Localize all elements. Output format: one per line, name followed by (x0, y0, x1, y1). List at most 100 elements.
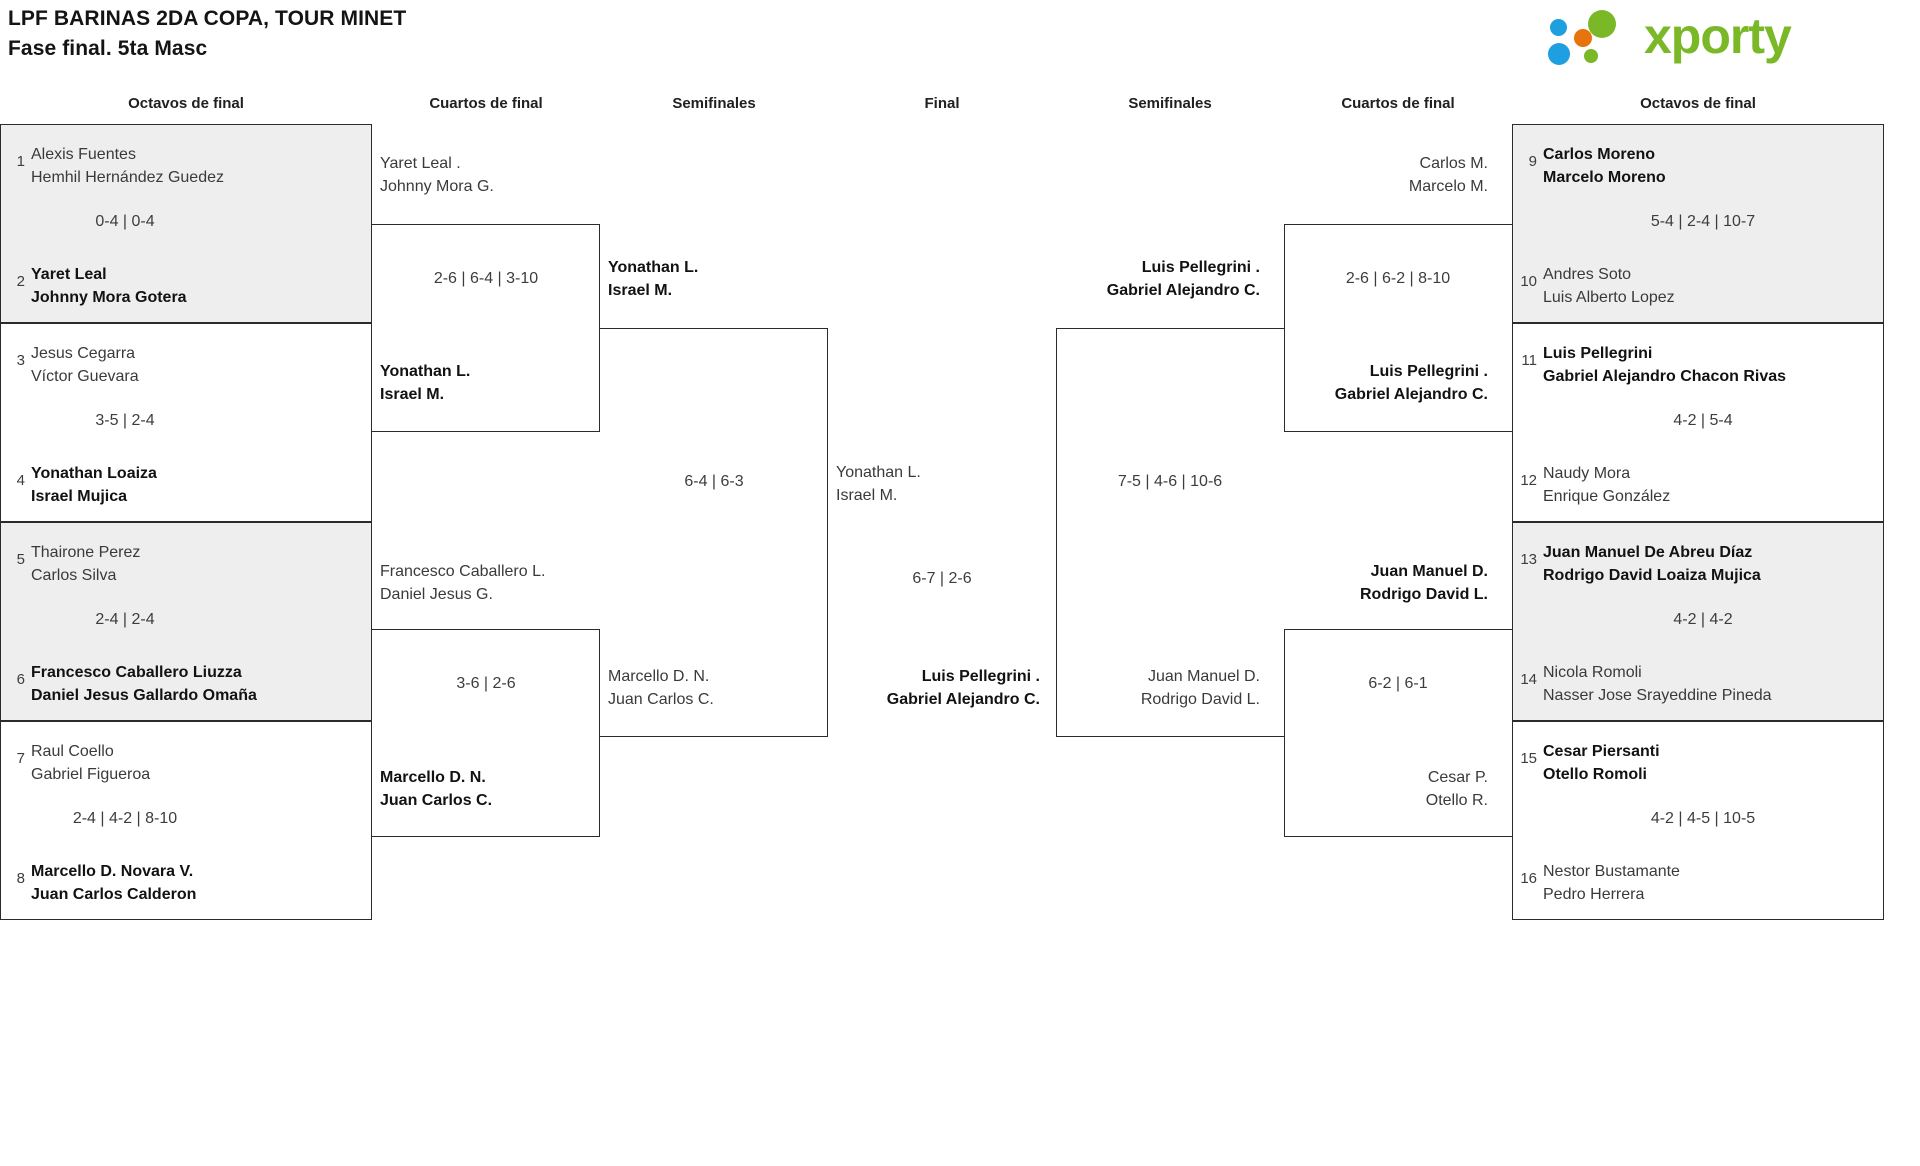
team-line-2: Nasser Jose Srayeddine Pineda (1543, 687, 1772, 704)
xporty-logo: xporty (1548, 6, 1900, 68)
match-score: 3-6 | 2-6 (456, 675, 516, 692)
team-line-1: Andres Soto (1543, 266, 1632, 283)
team-line-2: Otello Romoli (1543, 766, 1647, 783)
team-line-2: Carlos Silva (31, 567, 117, 584)
team-line-2: Rodrigo David L. (1360, 586, 1488, 603)
match-score: 6-2 | 6-1 (1368, 675, 1428, 692)
round-label-left-qf: Cuartos de final (429, 95, 543, 112)
sf-connector[interactable] (1056, 328, 1284, 737)
match-score: 4-2 | 4-2 (1673, 611, 1733, 628)
match-box[interactable]: 15 Cesar Piersanti Otello Romoli 4-2 | 4… (1512, 721, 1884, 920)
qf-connector[interactable] (1284, 224, 1512, 432)
team-line-2: Gabriel Alejandro Chacon Rivas (1543, 368, 1787, 385)
team-line-1: Francesco Caballero Liuzza (31, 664, 242, 681)
match-score: 2-6 | 6-4 | 3-10 (433, 270, 539, 287)
team-line-1: Carlos M. (1419, 155, 1488, 172)
match-score: 2-4 | 2-4 (95, 611, 155, 628)
team-line-2: Rodrigo David L. (1140, 691, 1260, 708)
match-box[interactable]: 9 Carlos Moreno Marcelo Moreno 5-4 | 2-4… (1512, 124, 1884, 323)
page-title: LPF BARINAS 2DA COPA, TOUR MINET Fase fi… (8, 4, 406, 64)
team-line-1: Luis Pellegrini . (921, 668, 1040, 685)
match-score: 4-2 | 4-5 | 10-5 (1650, 810, 1756, 827)
match-box[interactable]: 13 Juan Manuel De Abreu Díaz Rodrigo Dav… (1512, 522, 1884, 721)
team-line-2: Daniel Jesus G. (380, 586, 493, 603)
seed-number: 1 (16, 153, 25, 170)
seed-number: 11 (1521, 352, 1537, 369)
qf-connector[interactable] (1284, 629, 1512, 837)
seed-number: 8 (16, 870, 25, 887)
seed-number: 14 (1520, 671, 1537, 688)
team-line-2: Marcelo Moreno (1543, 169, 1666, 186)
team-line-1: Cesar P. (1427, 769, 1488, 786)
team-line-2: Rodrigo David Loaiza Mujica (1543, 567, 1761, 584)
team-line-2: Pedro Herrera (1543, 886, 1645, 903)
sf-connector[interactable] (600, 328, 828, 737)
team-line-1: Alexis Fuentes (31, 146, 136, 163)
team-line-1: Thairone Perez (31, 544, 141, 561)
logo-dots-icon (1548, 10, 1644, 66)
qf-connector[interactable] (372, 629, 600, 837)
match-box[interactable]: 11 Luis Pellegrini Gabriel Alejandro Cha… (1512, 323, 1884, 522)
team-line-2: Israel M. (608, 282, 673, 299)
team-line-2: Luis Alberto Lopez (1543, 289, 1675, 306)
team-line-1: Nestor Bustamante (1543, 863, 1680, 880)
seed-number: 2 (16, 273, 25, 290)
team-line-2: Víctor Guevara (31, 368, 139, 385)
seed-number: 13 (1520, 551, 1537, 568)
seed-number: 16 (1520, 870, 1537, 887)
seed-number: 3 (16, 352, 25, 369)
seed-number: 9 (1528, 153, 1537, 170)
team-line-2: Gabriel Alejandro C. (886, 691, 1040, 708)
match-box[interactable]: 7 Raul Coello Gabriel Figueroa 2-4 | 4-2… (0, 721, 372, 920)
team-line-2: Juan Carlos Calderon (31, 886, 197, 903)
team-line-2: Daniel Jesus Gallardo Omaña (31, 687, 257, 704)
team-line-1: Yonathan Loaiza (31, 465, 157, 482)
team-line-2: Otello R. (1425, 792, 1488, 809)
team-line-2: Gabriel Alejandro C. (1334, 386, 1488, 403)
team-line-1: Yaret Leal . (380, 155, 461, 172)
team-line-1: Yonathan L. (836, 464, 921, 481)
team-line-1: Juan Manuel D. (1147, 668, 1260, 685)
team-line-2: Gabriel Figueroa (31, 766, 151, 783)
team-line-2: Johnny Mora Gotera (31, 289, 187, 306)
match-score: 5-4 | 2-4 | 10-7 (1650, 213, 1756, 230)
team-line-1: Naudy Mora (1543, 465, 1631, 482)
team-line-1: Francesco Caballero L. (380, 563, 546, 580)
team-line-2: Juan Carlos C. (380, 792, 493, 809)
team-line-1: Luis Pellegrini (1543, 345, 1653, 362)
team-line-2: Juan Carlos C. (608, 691, 714, 708)
team-line-1: Juan Manuel D. (1370, 563, 1488, 580)
team-line-1: Cesar Piersanti (1543, 743, 1660, 760)
match-box[interactable]: 5 Thairone Perez Carlos Silva 2-4 | 2-4 … (0, 522, 372, 721)
team-line-1: Yonathan L. (380, 363, 471, 380)
team-line-1: Luis Pellegrini . (1369, 363, 1488, 380)
seed-number: 15 (1520, 750, 1537, 767)
team-line-2: Gabriel Alejandro C. (1106, 282, 1260, 299)
seed-number: 10 (1520, 273, 1537, 290)
qf-connector[interactable] (372, 224, 600, 432)
team-line-2: Hemhil Hernández Guedez (31, 169, 224, 186)
match-box[interactable]: 3 Jesus Cegarra Víctor Guevara 3-5 | 2-4… (0, 323, 372, 522)
match-score: 6-4 | 6-3 (684, 473, 744, 490)
round-label-right-qf: Cuartos de final (1341, 95, 1455, 112)
match-score: 2-4 | 4-2 | 8-10 (72, 810, 178, 827)
team-line-2: Enrique González (1543, 488, 1671, 505)
match-score: 7-5 | 4-6 | 10-6 (1117, 473, 1223, 490)
team-line-1: Carlos Moreno (1543, 146, 1656, 163)
team-line-2: Marcelo M. (1408, 178, 1488, 195)
team-line-1: Marcello D. N. (608, 668, 710, 685)
match-box[interactable]: 1 Alexis Fuentes Hemhil Hernández Guedez… (0, 124, 372, 323)
team-line-2: Johnny Mora G. (380, 178, 494, 195)
logo-wordmark: xporty (1644, 8, 1792, 64)
match-score: 2-6 | 6-2 | 8-10 (1345, 270, 1451, 287)
seed-number: 5 (16, 551, 25, 568)
match-score: 0-4 | 0-4 (95, 213, 155, 230)
team-line-2: Israel M. (380, 386, 445, 403)
team-line-1: Raul Coello (31, 743, 114, 760)
team-line-1: Yonathan L. (608, 259, 699, 276)
tournament-title: LPF BARINAS 2DA COPA, TOUR MINET (8, 7, 407, 30)
match-score: 4-2 | 5-4 (1673, 412, 1733, 429)
tournament-subtitle: Fase final. 5ta Masc (8, 37, 208, 60)
round-label-right-sf: Semifinales (1128, 95, 1212, 112)
